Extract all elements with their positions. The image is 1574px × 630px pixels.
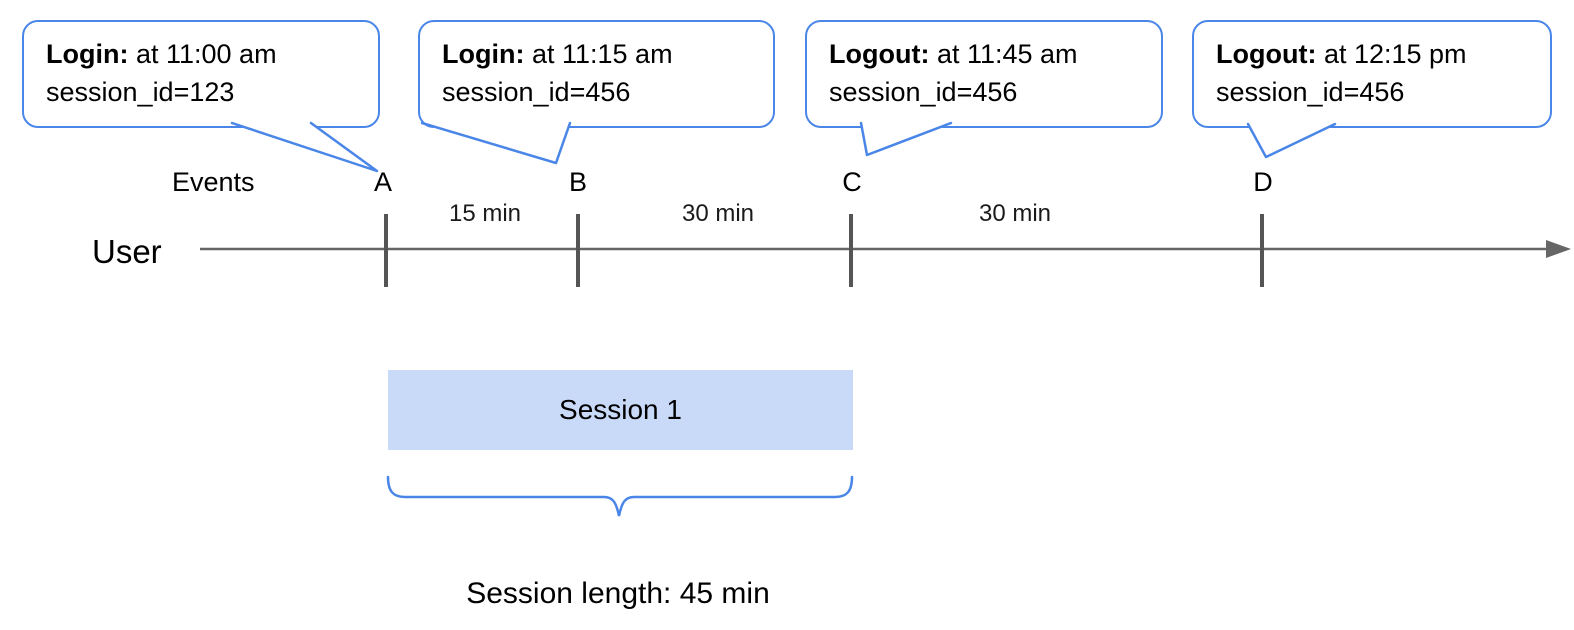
callout-event-type: Login: (46, 39, 129, 69)
callout-line-event: Logout: at 11:45 am (829, 35, 1143, 73)
callout-event-d: Logout: at 12:15 pm session_id=456 (1192, 20, 1552, 128)
event-marker-a: A (373, 167, 393, 197)
session-box-label: Session 1 (559, 394, 682, 425)
session-box: Session 1 (388, 370, 853, 450)
callout-session-id: session_id=456 (829, 77, 1018, 107)
callout-session-id: session_id=456 (1216, 77, 1405, 107)
interval-b-c: 30 min (681, 200, 755, 227)
timeline-arrowhead-icon (1546, 240, 1571, 258)
event-marker-d: D (1253, 167, 1273, 197)
event-marker-b: B (568, 167, 588, 197)
callout-event-time: at 11:45 am (929, 39, 1078, 69)
callout-event-a: Login: at 11:00 am session_id=123 (22, 20, 380, 128)
callout-line-event: Login: at 11:15 am (442, 35, 755, 73)
callout-session-id: session_id=123 (46, 77, 235, 107)
callout-event-time: at 11:00 am (128, 39, 277, 69)
callout-event-type: Logout: (829, 39, 930, 69)
events-label: Events (172, 167, 255, 197)
callout-event-b: Login: at 11:15 am session_id=456 (418, 20, 775, 128)
callout-line-event: Login: at 11:00 am (46, 35, 360, 73)
callout-tail-d (1246, 122, 1337, 159)
interval-c-d: 30 min (978, 200, 1052, 227)
callout-event-c: Logout: at 11:45 am session_id=456 (805, 20, 1163, 128)
interval-a-b: 15 min (448, 200, 522, 227)
user-label: User (92, 233, 162, 270)
callout-event-time: at 11:15 am (524, 39, 673, 69)
callout-session-id: session_id=456 (442, 77, 631, 107)
event-marker-c: C (842, 167, 862, 197)
callout-event-type: Login: (442, 39, 525, 69)
callout-event-type: Logout: (1216, 39, 1317, 69)
callout-event-time: at 12:15 pm (1316, 39, 1467, 69)
callout-tail-a (230, 121, 379, 173)
session-length-brace (386, 475, 854, 517)
callout-tail-b (420, 121, 572, 165)
callout-line-event: Logout: at 12:15 pm (1216, 35, 1532, 73)
session-length-label: Session length: 45 min (466, 577, 770, 610)
